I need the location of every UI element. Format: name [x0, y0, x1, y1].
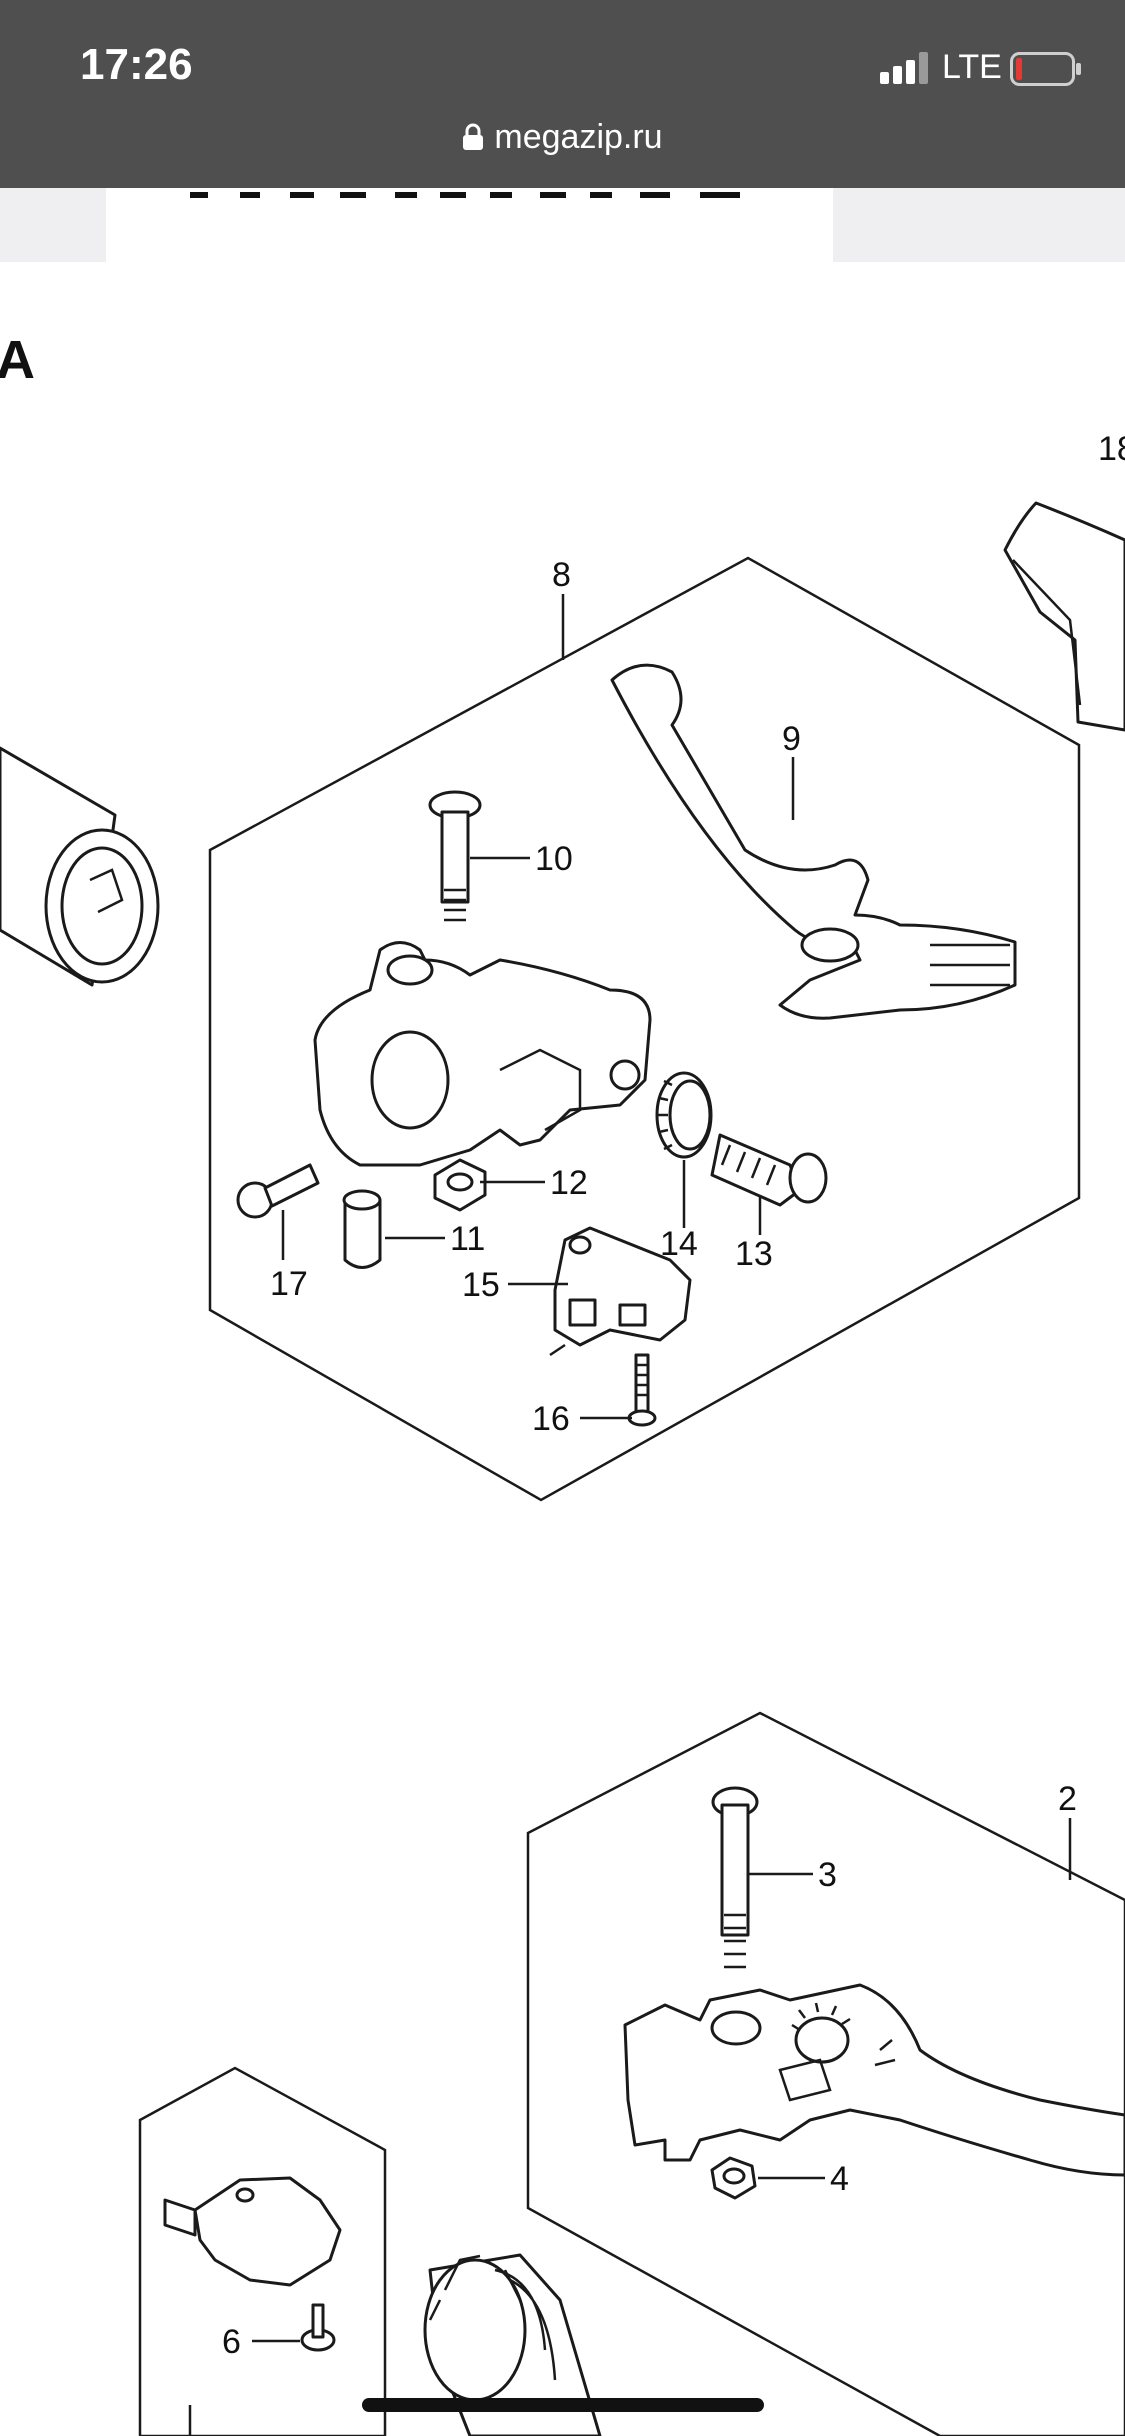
screw-part-17 — [236, 1163, 320, 1219]
callout-2: 2 — [1058, 1780, 1077, 1818]
collar-part-11 — [342, 1189, 382, 1269]
callout-15: 15 — [462, 1266, 500, 1304]
assembly-outline-switch — [138, 2066, 387, 2436]
callout-10: 10 — [535, 840, 573, 878]
status-bar: 17:26 LTE megazip.ru — [0, 0, 1125, 188]
pivot-bolt-part-3 — [711, 1786, 759, 1969]
switch-part — [163, 2176, 342, 2287]
nut-part-4 — [710, 2156, 757, 2200]
lever-bracket — [313, 941, 652, 1167]
switch-part-15 — [549, 1226, 692, 1357]
assembly-outline-8 — [208, 556, 1081, 1502]
callout-12: 12 — [550, 1164, 588, 1202]
callout-11: 11 — [450, 1220, 485, 1258]
callout-14: 14 — [660, 1225, 698, 1263]
home-indicator[interactable] — [362, 2398, 764, 2412]
lock-icon — [463, 123, 484, 150]
clock-time: 17:26 — [80, 40, 193, 89]
address-bar[interactable]: megazip.ru — [0, 118, 1125, 157]
page-edge-right — [833, 188, 1125, 262]
callout-13: 13 — [735, 1235, 773, 1273]
adjuster-dial-part-14 — [655, 1071, 713, 1159]
assembly-outline-2 — [526, 1711, 1125, 2436]
section-letter: A — [0, 330, 35, 390]
screw-part-16 — [627, 1353, 657, 1427]
nut-part-12 — [433, 1158, 487, 1212]
callout-6: 6 — [222, 2323, 241, 2361]
lever-part-9 — [610, 663, 1017, 1020]
screw-part-6 — [300, 2303, 336, 2352]
url-text: megazip.ru — [494, 118, 663, 156]
parts-diagram: A — [0, 192, 1125, 2436]
callout-16: 16 — [532, 1400, 570, 1438]
callout-9: 9 — [782, 720, 801, 758]
lever-part-2 — [623, 1983, 1125, 2177]
grip-lower — [423, 2253, 602, 2436]
adjust-bolt-part-13 — [710, 1133, 828, 1207]
callout-18: 18 — [1098, 430, 1125, 468]
callout-17: 17 — [270, 1265, 308, 1303]
battery-low-icon — [1010, 52, 1081, 86]
callout-3: 3 — [818, 1856, 837, 1894]
grip-left — [0, 746, 160, 987]
page-edge-left — [0, 188, 106, 262]
callout-8: 8 — [552, 556, 571, 594]
network-type: LTE — [942, 48, 1002, 86]
cellular-signal-icon — [880, 52, 928, 84]
callout-4: 4 — [830, 2160, 849, 2198]
pivot-bolt-part-10 — [428, 790, 482, 922]
